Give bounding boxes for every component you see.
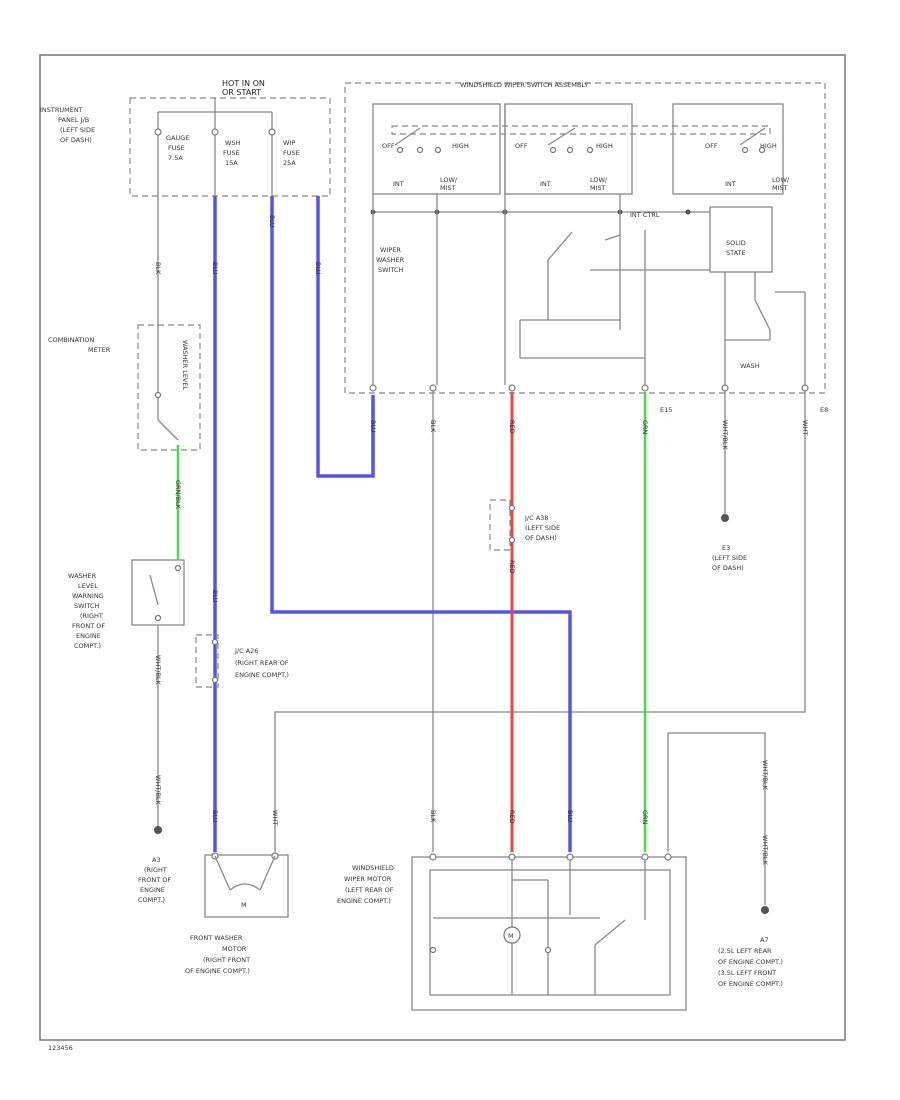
blue-wire-switch [316, 196, 375, 478]
wire-label-blk-sw: BLK [429, 420, 437, 433]
wire-label-blk-motor: BLK [429, 810, 437, 823]
svg-text:LOW/MIST: LOW/MIST [440, 176, 458, 192]
front-washer-motor: M FRONT WASHER MOTOR (RIGHT FRONT OF ENG… [185, 852, 289, 975]
wire-label-wht-blk-e3: WHT/BLK [721, 420, 729, 451]
wire-label-wht-blk-a3: WHT/BLK [154, 655, 162, 686]
switch-assembly-label: WINDSHIELD WIPER SWITCH ASSEMBLY [460, 81, 588, 89]
wire-label-red2: RED [508, 560, 516, 574]
svg-text:WASH: WASH [740, 362, 760, 370]
wire-label-red-motor: RED [508, 810, 516, 824]
svg-text:A3 (RIGHT FRONT OF: A3 (RIGHT FRONT OF ENGINE COMPT.) [138, 856, 173, 904]
svg-text:M: M [508, 932, 514, 940]
svg-text:E15: E15 [660, 406, 672, 414]
wire-label-wht-blk-a7b: WHT/BLK [761, 835, 769, 866]
wire-label-wht-blk-a7: WHT/BLK [761, 760, 769, 791]
ground-a7: A7 (2.5L LEFT REAR OF ENGINE COMPT.) (3.… [718, 906, 785, 988]
ground-right-front: A3 (RIGHT FRONT OF ENGINE COMPT.) [138, 826, 173, 904]
svg-text:FRONT WASHER MOTOR: FRONT WASHER MOTOR (RIGHT FRONT OF ENGIN… [185, 934, 252, 975]
svg-text:E8: E8 [820, 406, 828, 414]
svg-text:LOW/MIST: LOW/MIST [772, 176, 790, 192]
wire-label-blu-motor2: BLU [566, 810, 574, 823]
svg-text:WASHER LEVEL: WASHER LEVEL [181, 340, 189, 391]
wiper-switch-assembly: WINDSHIELD WIPER SWITCH ASSEMBLY OFF HIG… [344, 81, 828, 414]
wire-label-grn: GRN [641, 420, 649, 435]
blue-wire-wip [270, 196, 572, 852]
gray-wires [157, 196, 806, 905]
wire-label-blu-motor: BLU [211, 810, 219, 823]
wire-label-blu-sw: BLU [314, 262, 322, 275]
wire-label-wht-blk-a3b: WHT/BLK [154, 775, 162, 806]
instrument-panel-jb-label: INSTRUMENT PANEL J/B (LEFT SIDE OF DASH) [40, 106, 97, 144]
svg-text:INT: INT [725, 180, 736, 188]
svg-text:INT CTRL: INT CTRL [630, 211, 660, 219]
wire-label-grn-motor: GRN [641, 810, 649, 825]
wire-label-blu-wsh: BLU [211, 262, 219, 275]
svg-text:WASHER LEVEL WARNI: WASHER LEVEL WARNING SWITCH (RIGHT FRONT… [68, 572, 107, 650]
wire-label-wht: WHT [801, 420, 809, 435]
svg-text:OFF: OFF [382, 142, 395, 150]
outer-frame [39, 54, 846, 1041]
svg-text:M: M [241, 901, 247, 909]
svg-text:A7 (2.5L LEFT REAR: A7 (2.5L LEFT REAR OF ENGINE COMPT.) (3.… [718, 936, 785, 988]
wire-label-wht-motor: WHT [271, 810, 279, 825]
washer-level-warning-switch: WASHER LEVEL WARNING SWITCH (RIGHT FRONT… [68, 559, 185, 650]
wire-label-blu-sw2: BLU [369, 420, 377, 433]
svg-text:OFF: OFF [705, 142, 718, 150]
wire-label-blu-wip: BLU [268, 215, 276, 228]
svg-text:HIGH: HIGH [452, 142, 469, 150]
wire-label-red: RED [508, 420, 516, 434]
svg-text:OFF: OFF [515, 142, 528, 150]
windshield-wiper-motor: M WINDSHIELD WIPER MOTOR (LEFT REAR OF E… [337, 853, 687, 1011]
wire-label-blu-wsh2: BLU [211, 590, 219, 603]
wire-label-blk-gauge: BLK [154, 262, 162, 275]
svg-text:WINDSHIELD WIPER MOTOR: WINDSHIELD WIPER MOTOR (LEFT REAR OF ENG… [337, 864, 396, 905]
svg-text:HIGH: HIGH [760, 142, 777, 150]
footer-code: 123456 [48, 1044, 73, 1052]
svg-text:HIGH: HIGH [596, 142, 613, 150]
wire-label-grn-blk: GRN/BLK [174, 480, 182, 510]
svg-text:INT: INT [393, 180, 404, 188]
svg-text:LOW/MIST: LOW/MIST [590, 176, 608, 192]
svg-text:INT: INT [540, 180, 551, 188]
